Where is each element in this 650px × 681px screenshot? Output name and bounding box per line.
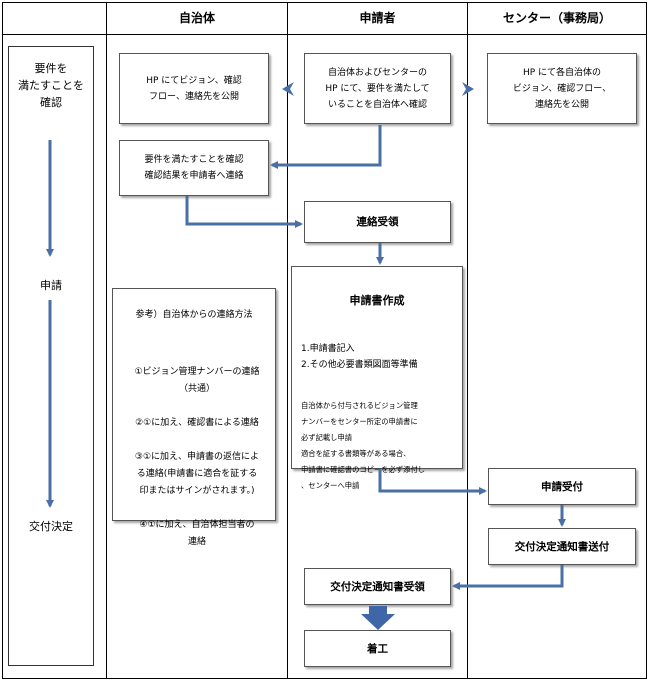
decision-notice-send-box: 交付決定通知書送付 xyxy=(488,528,636,565)
reference-item: ④①に加え、自治体担当者の 連絡 xyxy=(139,520,255,547)
application-to-accept-arrow xyxy=(378,469,487,495)
column-divider xyxy=(287,2,288,679)
fat-down-arrow-icon xyxy=(361,606,395,630)
column-divider xyxy=(467,2,468,679)
application-box: 申請書作成 1.申請書記入 2.その他必要書類図面等準備 自治体から付与されるビ… xyxy=(291,266,463,490)
summary-step-decision: 交付決定 xyxy=(29,520,73,533)
column-divider xyxy=(106,2,107,679)
reference-item: ①ビジョン管理ナンバーの連絡 （共通） xyxy=(134,367,260,394)
contact-received-box: 連絡受領 xyxy=(304,201,451,243)
header-municipality: 自治体 xyxy=(178,11,215,25)
header-center: センター（事務局） xyxy=(502,11,611,25)
reference-item: ②①に加え、確認書による連絡 xyxy=(135,418,259,428)
reference-item: ③①に加え、申請書の返信によ る連絡(申請書に適合を証する 印またはサインがされ… xyxy=(134,452,260,496)
municipality-confirm-box: 要件を満たすことを確認 確認結果を申請者へ連絡 xyxy=(119,140,269,196)
summary-step-apply: 申請 xyxy=(40,279,62,292)
notice-to-receive-arrow xyxy=(452,565,564,590)
chevron-right-icon xyxy=(462,82,474,96)
chevron-left-icon xyxy=(282,82,294,96)
header-divider xyxy=(2,34,647,35)
application-title: 申請書作成 xyxy=(349,294,405,307)
center-publish-box: HP にて各自治体の ビジョン、確認フロー、 連絡先を公開 xyxy=(487,53,637,124)
reference-list: ①ビジョン管理ナンバーの連絡 （共通） ②①に加え、確認書による連絡 ③①に加え… xyxy=(123,347,271,568)
start-work-box: 着工 xyxy=(304,630,451,667)
application-note: 自治体から付与されるビジョン管理 ナンバーをセンター所定の申請書に 必ず記載し申… xyxy=(301,401,426,490)
application-accept-box: 申請受付 xyxy=(488,468,636,505)
decision-notice-receive-box: 交付決定通知書受領 xyxy=(304,568,451,605)
header-applicant: 申請者 xyxy=(359,11,396,25)
reference-title: 参考）自治体からの連絡方法 xyxy=(135,310,253,320)
summary-step-confirm: 要件を 満たすことを 確認 xyxy=(18,62,84,109)
check-to-confirm-arrow xyxy=(270,125,382,169)
confirm-to-contact-arrow xyxy=(185,196,303,228)
applicant-check-box: 自治体およびセンターの HP にて、要件を満たして いることを自治体へ確認 xyxy=(304,53,451,124)
application-items: 1.申請書記入 2.その他必要書類図面等準備 xyxy=(301,344,418,370)
municipality-publish-box: HP にてビジョン、確認 フロー、連絡先を公開 xyxy=(119,53,269,124)
reference-box: 参考）自治体からの連絡方法 ①ビジョン管理ナンバーの連絡 （共通） ②①に加え、… xyxy=(112,288,276,547)
